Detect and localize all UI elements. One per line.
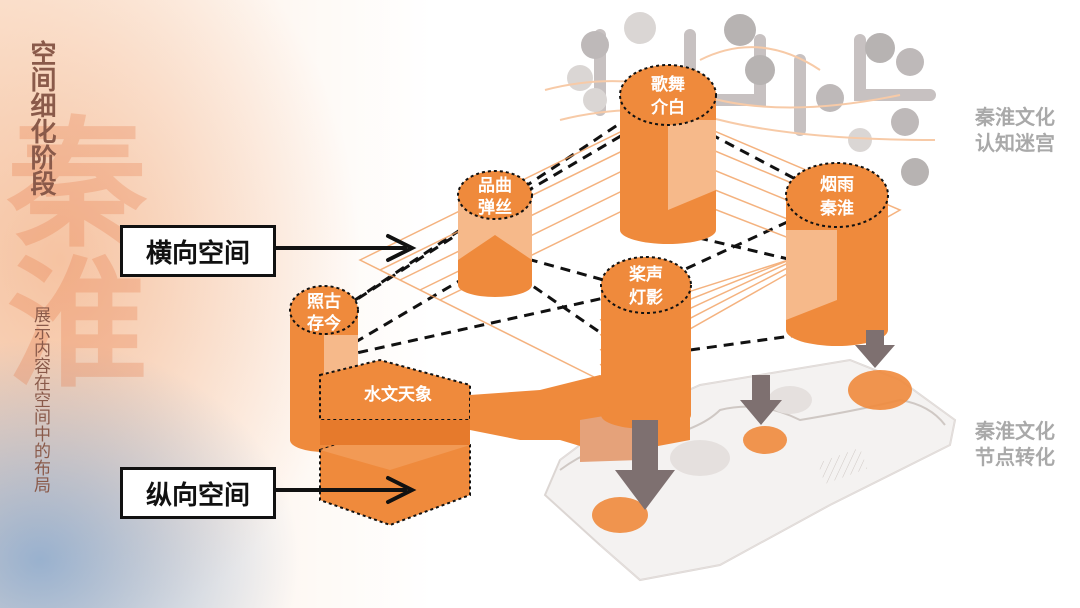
- pointer-arrows: [270, 234, 417, 504]
- connection-lines: [324, 108, 836, 362]
- node-pinqu: 品曲 弹丝: [457, 170, 533, 297]
- node-pinqu-line2: 弹丝: [478, 197, 512, 218]
- side-label-bottom-line1: 秦淮文化: [975, 419, 1055, 443]
- node-jiangsheng-line2: 灯影: [629, 288, 663, 308]
- node-gewu-line2: 介白: [650, 97, 685, 118]
- side-label-bottom: 秦淮文化 节点转化: [960, 418, 1070, 470]
- node-yanyu-line1: 烟雨: [820, 174, 854, 195]
- down-arrows: [615, 330, 895, 510]
- node-yanyu: 烟雨 秦淮: [785, 162, 889, 346]
- node-jiangsheng-line1: 桨声: [629, 264, 663, 285]
- node-jiangsheng: 桨声 灯影: [600, 256, 692, 429]
- side-label-top: 秦淮文化 认知迷宫: [960, 104, 1070, 156]
- node-yanyu-line2: 秦淮: [820, 198, 854, 219]
- node-shuiwen-label: 水文天象: [364, 384, 432, 405]
- node-zhaogu-line1: 照古: [307, 291, 341, 312]
- page-subtitle: 展示内容在空间中的布局: [30, 306, 50, 493]
- node-zhaogu-line2: 存今: [307, 313, 341, 334]
- page-title: 空间细化阶段: [26, 40, 56, 196]
- node-pinqu-line1: 品曲: [478, 176, 512, 196]
- node-gewu: 歌舞 介白: [619, 64, 717, 244]
- vertical-space-label: 纵向空间: [120, 467, 276, 519]
- maze-background: [544, 12, 936, 186]
- vertical-space-block: [319, 420, 471, 527]
- node-gewu-line1: 歌舞: [651, 74, 685, 95]
- side-label-top-line1: 秦淮文化: [975, 105, 1055, 129]
- horizontal-space-label: 横向空间: [120, 225, 276, 277]
- side-label-bottom-line2: 节点转化: [975, 445, 1055, 469]
- side-label-top-line2: 认知迷宫: [975, 131, 1055, 155]
